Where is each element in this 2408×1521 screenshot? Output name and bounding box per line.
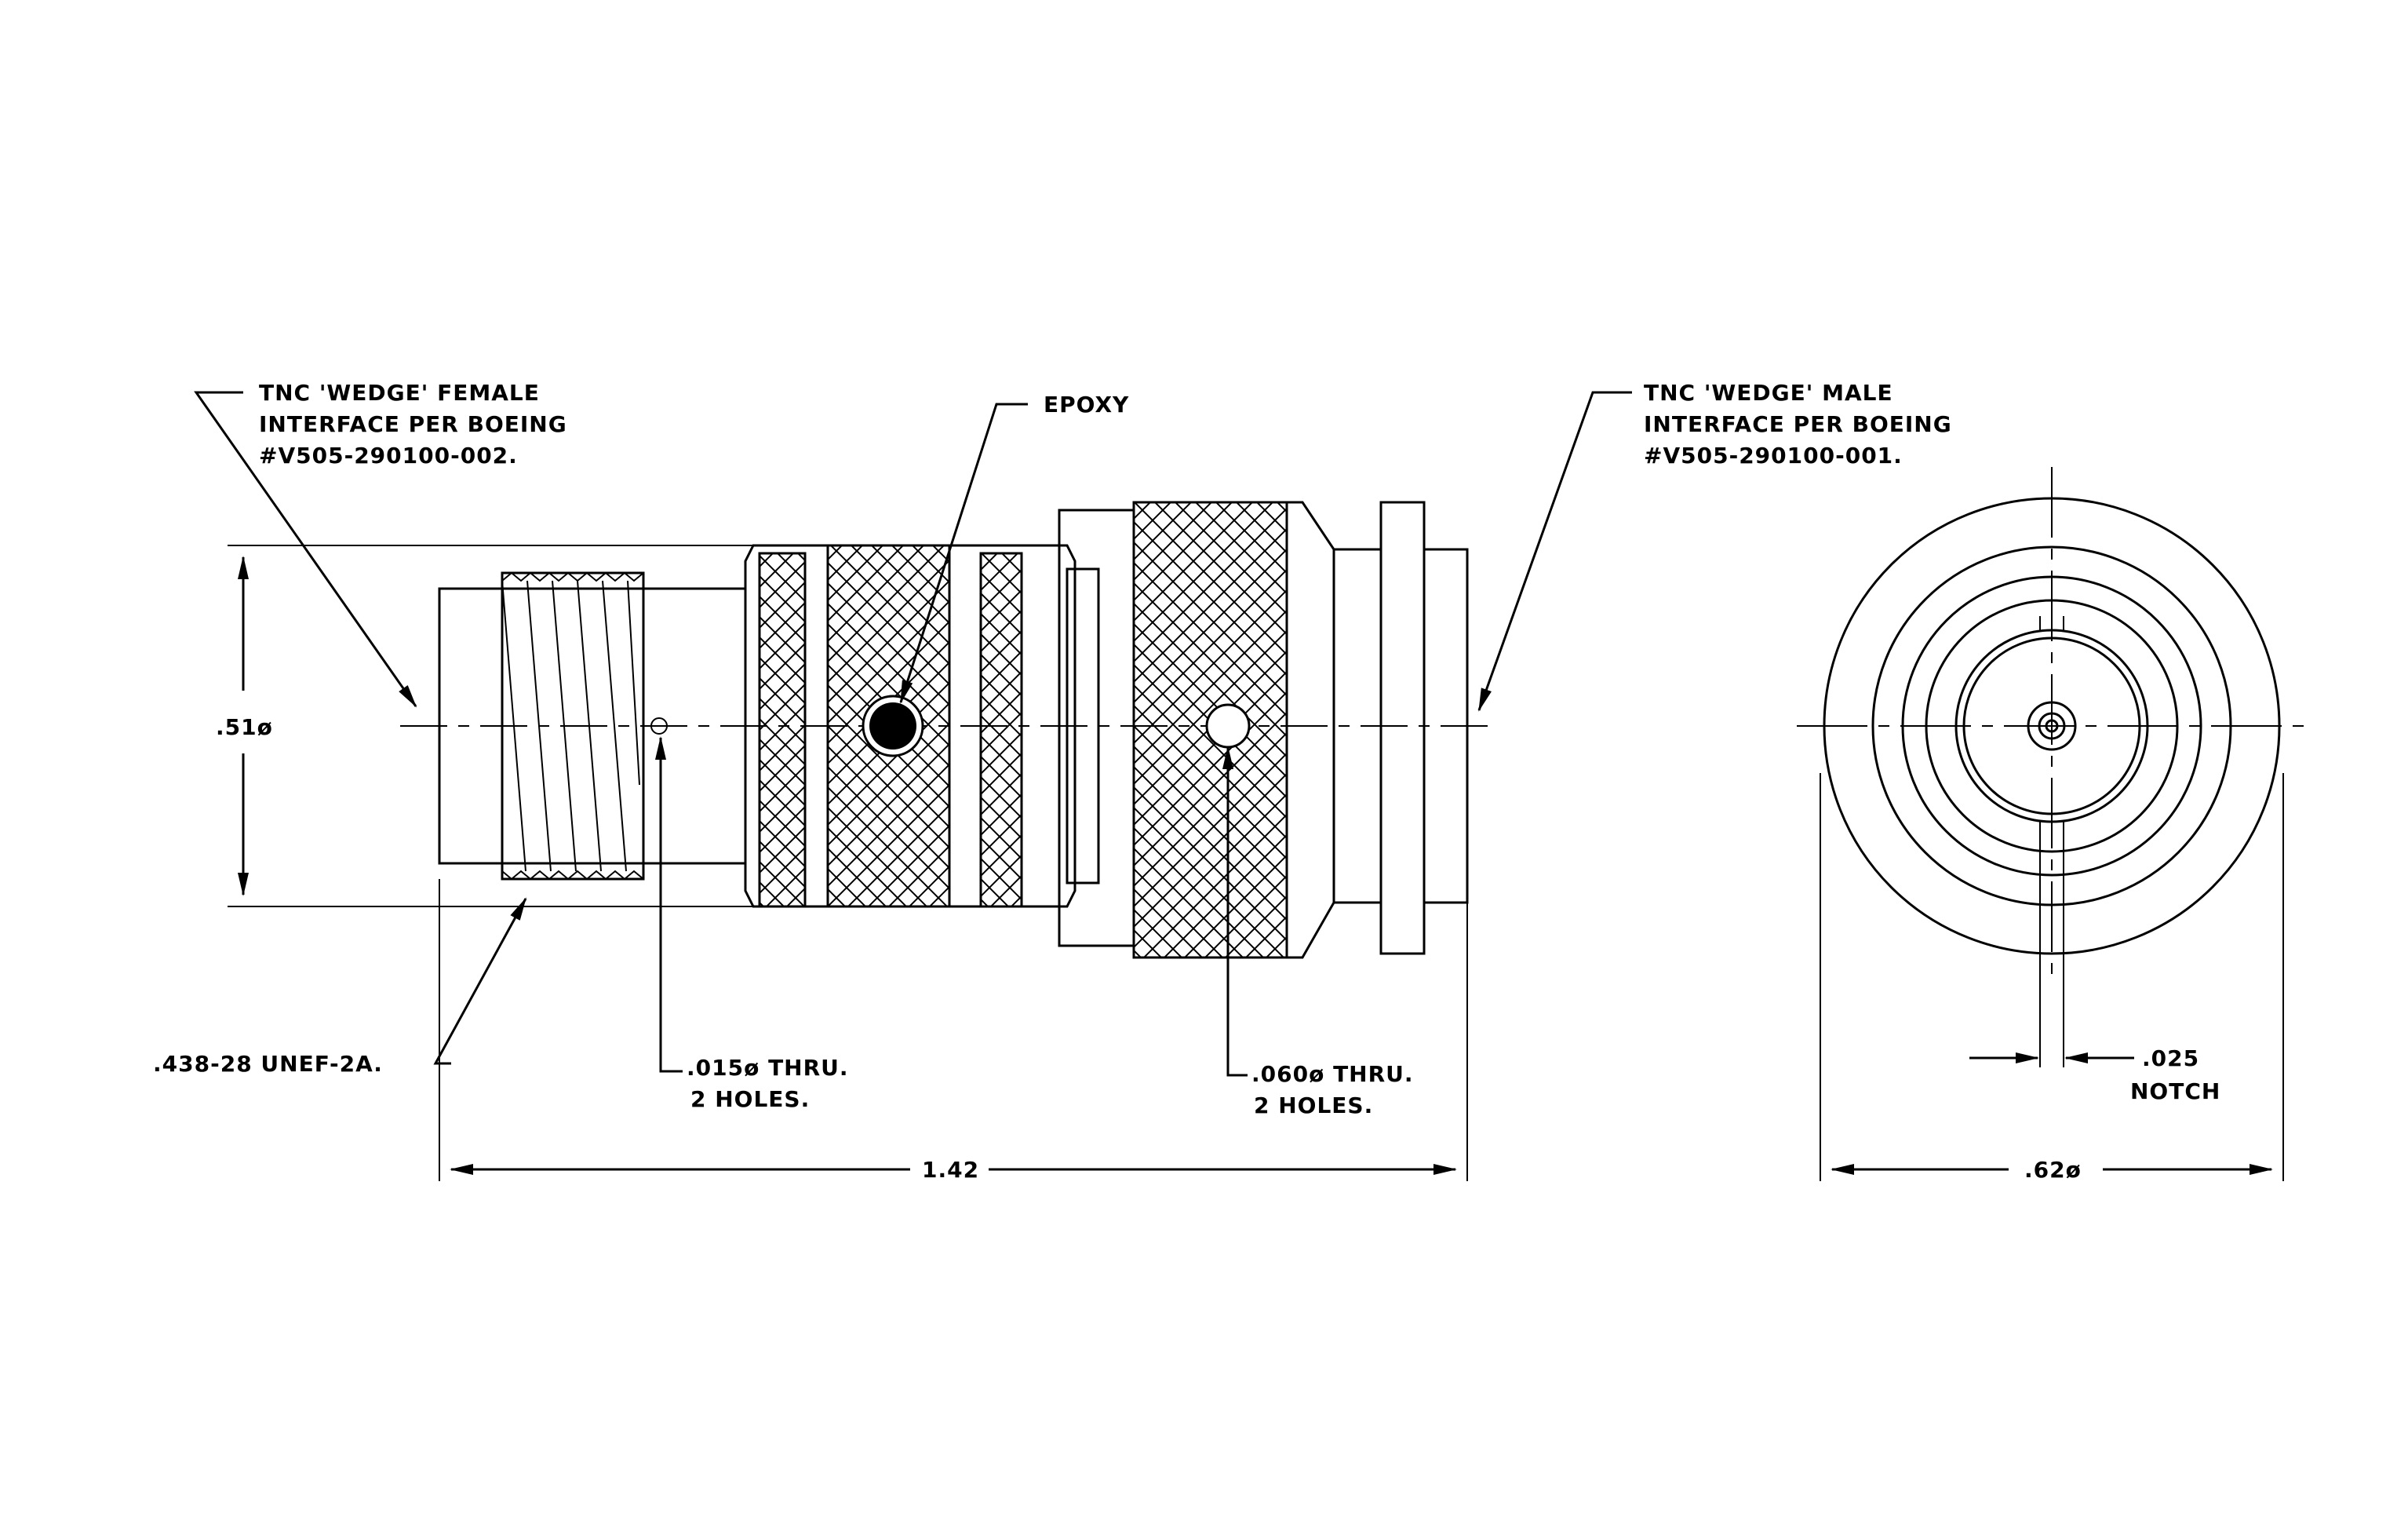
dim-62: .62ø bbox=[1831, 1157, 2273, 1183]
knurled-ring-left bbox=[744, 544, 1076, 908]
hole-060-line-1: .060ø THRU. bbox=[1251, 1061, 1414, 1087]
female-line-3: #V505-290100-002. bbox=[259, 443, 518, 469]
notch-line-2: NOTCH bbox=[2130, 1078, 2220, 1104]
male-line-3: #V505-290100-001. bbox=[1644, 443, 1903, 469]
male-line-2: INTERFACE PER BOEING bbox=[1644, 411, 1952, 437]
hole-015-line-1: .015ø THRU. bbox=[687, 1055, 849, 1081]
hole-015-note: .015ø THRU. 2 HOLES. bbox=[655, 736, 849, 1112]
end-view bbox=[1797, 467, 2307, 1181]
dim-142-label: 1.42 bbox=[922, 1157, 979, 1183]
thread-note: .438-28 UNEF-2A. bbox=[153, 897, 527, 1077]
epoxy-note: EPOXY bbox=[899, 392, 1129, 704]
female-line-1: TNC 'WEDGE' FEMALE bbox=[259, 380, 540, 406]
dim-142: 1.42 bbox=[439, 879, 1468, 1183]
female-interface-note: TNC 'WEDGE' FEMALE INTERFACE PER BOEING … bbox=[194, 380, 567, 708]
male-interface-note: TNC 'WEDGE' MALE INTERFACE PER BOEING #V… bbox=[1477, 380, 1952, 712]
male-body bbox=[1058, 501, 1469, 959]
epoxy-dot bbox=[869, 702, 916, 750]
dim-62-label: .62ø bbox=[2024, 1157, 2082, 1183]
epoxy-label: EPOXY bbox=[1044, 392, 1129, 418]
dim-notch: .025 NOTCH bbox=[1969, 1045, 2220, 1104]
female-line-2: INTERFACE PER BOEING bbox=[259, 411, 567, 437]
thread-label: .438-28 UNEF-2A. bbox=[153, 1051, 383, 1077]
male-line-1: TNC 'WEDGE' MALE bbox=[1644, 380, 1893, 406]
dim-51-label: .51ø bbox=[216, 714, 273, 740]
hole-015-line-2: 2 HOLES. bbox=[690, 1086, 810, 1112]
hole-060-note: .060ø THRU. 2 HOLES. bbox=[1222, 746, 1414, 1118]
notch-line-1: .025 bbox=[2142, 1045, 2199, 1071]
dim-51: .51ø bbox=[216, 545, 753, 907]
hole-060-line-2: 2 HOLES. bbox=[1254, 1092, 1373, 1118]
female-threaded-section bbox=[438, 571, 747, 881]
